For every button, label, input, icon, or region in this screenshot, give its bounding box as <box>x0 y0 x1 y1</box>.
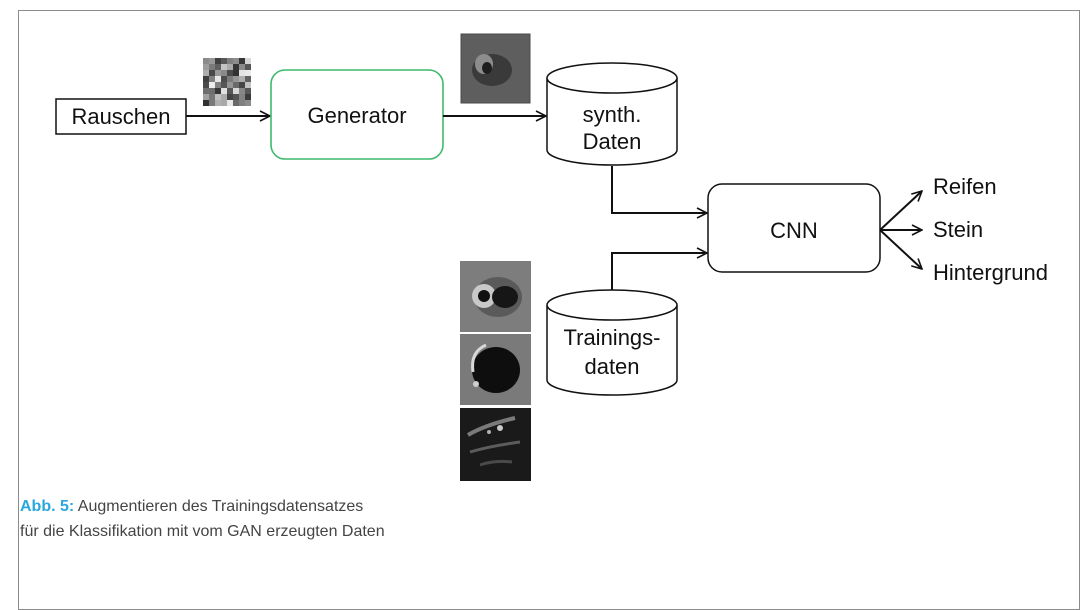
training-data-cylinder: Trainings- daten <box>546 289 678 396</box>
noise-pixel <box>245 100 251 106</box>
noise-pixel <box>245 64 251 70</box>
figure-caption: Abb. 5: Augmentieren des Trainingsdatens… <box>20 494 385 544</box>
noise-box: Rauschen <box>55 98 187 135</box>
generator-label: Generator <box>307 103 406 128</box>
noise-pixel <box>239 88 245 94</box>
caption-text-2: für die Klassifikation mit vom GAN erzeu… <box>20 523 385 540</box>
training-sample-image-1 <box>460 261 531 332</box>
noise-pixel <box>209 94 215 100</box>
arrow-output-hintergrund <box>879 229 922 269</box>
noise-pixel <box>203 64 209 70</box>
noise-pixel <box>221 64 227 70</box>
noise-pixel <box>203 94 209 100</box>
noise-pixel <box>221 70 227 76</box>
noise-pixel <box>233 70 239 76</box>
noise-pixel <box>245 76 251 82</box>
training-sample-image-2 <box>460 334 531 405</box>
noise-pixel <box>203 82 209 88</box>
noise-pixel <box>239 70 245 76</box>
noise-pixel <box>227 64 233 70</box>
noise-pixel <box>221 94 227 100</box>
noise-pixel <box>203 76 209 82</box>
noise-pixel <box>203 58 209 64</box>
noise-pixel <box>233 100 239 106</box>
arrow-output-reifen <box>879 191 922 231</box>
noise-pixel <box>227 70 233 76</box>
noise-pixel <box>227 88 233 94</box>
synth-label-line1: synth. <box>583 102 642 127</box>
noise-pixel <box>215 82 221 88</box>
noise-pixel <box>233 64 239 70</box>
caption-label: Abb. 5: <box>20 498 75 515</box>
noise-pixel <box>215 58 221 64</box>
noise-pixel <box>245 70 251 76</box>
noise-pixel <box>233 94 239 100</box>
noise-pixel <box>215 64 221 70</box>
noise-pixel <box>239 76 245 82</box>
output-label-stein: Stein <box>933 217 983 242</box>
training-sample-image-3 <box>460 408 531 481</box>
noise-pixel <box>239 64 245 70</box>
caption-text-1: Augmentieren des Trainingsdatensatzes <box>74 498 364 515</box>
noise-sample-image <box>203 58 251 106</box>
noise-pixel <box>245 82 251 88</box>
noise-pixel <box>221 100 227 106</box>
synth-label-line2: Daten <box>583 129 642 154</box>
training-label-line1: Trainings- <box>564 325 661 350</box>
arrow-synth-cnn <box>611 166 707 213</box>
noise-pixel <box>209 58 215 64</box>
generator-box: Generator <box>270 69 444 160</box>
noise-pixel <box>203 100 209 106</box>
synth-data-cylinder: synth. Daten <box>546 62 678 166</box>
noise-pixel <box>215 88 221 94</box>
noise-pixel <box>209 100 215 106</box>
noise-pixel <box>245 94 251 100</box>
output-label-reifen: Reifen <box>933 174 997 199</box>
noise-pixel <box>227 58 233 64</box>
noise-pixel <box>209 76 215 82</box>
noise-pixel <box>209 70 215 76</box>
noise-pixel <box>233 58 239 64</box>
noise-pixel <box>233 88 239 94</box>
noise-pixel <box>221 58 227 64</box>
noise-pixel <box>233 82 239 88</box>
training-label-line2: daten <box>584 354 639 379</box>
noise-pixel <box>209 88 215 94</box>
synthetic-sample-image <box>460 33 531 104</box>
noise-pixel <box>239 82 245 88</box>
noise-pixel <box>227 94 233 100</box>
noise-label: Rauschen <box>71 104 170 129</box>
noise-pixel <box>215 76 221 82</box>
noise-pixel <box>215 70 221 76</box>
cnn-box: CNN <box>707 183 881 273</box>
noise-pixel <box>215 100 221 106</box>
noise-pixel <box>203 88 209 94</box>
noise-pixel <box>215 94 221 100</box>
noise-pixel <box>233 76 239 82</box>
noise-pixel <box>239 94 245 100</box>
noise-pixel <box>227 76 233 82</box>
noise-pixel <box>221 88 227 94</box>
noise-pixel <box>227 82 233 88</box>
noise-pixel <box>221 76 227 82</box>
noise-pixel <box>221 82 227 88</box>
noise-pixel <box>227 100 233 106</box>
noise-pixel <box>209 82 215 88</box>
caption-line-1: Abb. 5: Augmentieren des Trainingsdatens… <box>20 494 385 519</box>
output-label-hintergrund: Hintergrund <box>933 260 1048 285</box>
gan-augmentation-diagram: Rauschen Generator synth. Daten CNN Trai… <box>55 33 1048 481</box>
cnn-label: CNN <box>770 218 818 243</box>
noise-pixel <box>209 64 215 70</box>
noise-pixel <box>203 70 209 76</box>
noise-pixel <box>239 100 245 106</box>
noise-pixel <box>245 58 251 64</box>
noise-pixel <box>245 88 251 94</box>
noise-pixel <box>239 58 245 64</box>
arrow-training-cnn <box>611 253 707 300</box>
